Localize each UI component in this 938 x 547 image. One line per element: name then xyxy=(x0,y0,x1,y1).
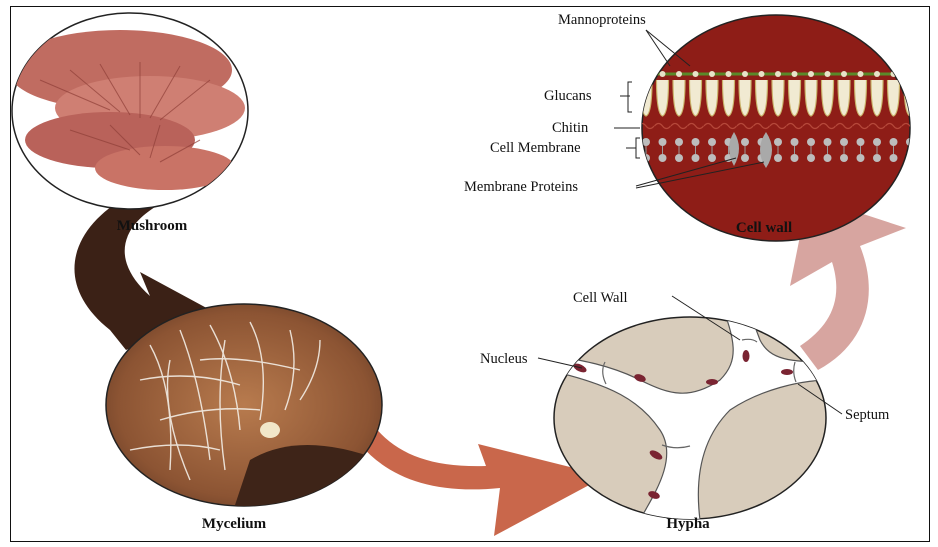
lipid-head xyxy=(659,154,667,162)
mannoprotein-dot xyxy=(907,71,913,77)
lipid-head xyxy=(774,138,782,146)
lipid-head xyxy=(708,154,716,162)
caption-cell-wall: Cell wall xyxy=(736,220,792,236)
lipid-head xyxy=(659,138,667,146)
mushroom-image xyxy=(8,13,248,209)
lipid-head xyxy=(906,154,914,162)
cell-wall-image xyxy=(638,15,918,241)
mannoprotein-dot xyxy=(808,71,814,77)
lipid-head xyxy=(857,138,865,146)
label-nucleus: Nucleus xyxy=(480,351,528,367)
label-chitin: Chitin xyxy=(552,120,589,136)
mannoprotein-dot xyxy=(874,71,880,77)
mannoprotein-dot xyxy=(775,71,781,77)
lipid-head xyxy=(741,138,749,146)
leader-mannoproteins-1 xyxy=(646,30,670,66)
lipid-head xyxy=(774,154,782,162)
mannoprotein-dot xyxy=(693,71,699,77)
mannoprotein-dot xyxy=(726,71,732,77)
lipid-head xyxy=(890,138,898,146)
mannoprotein-dot xyxy=(841,71,847,77)
caption-mushroom: Mushroom xyxy=(117,218,188,234)
lipid-head xyxy=(840,154,848,162)
lipid-head xyxy=(857,154,865,162)
mannoprotein-dot xyxy=(759,71,765,77)
lipid-head xyxy=(692,138,700,146)
label-cell-membrane: Cell Membrane xyxy=(490,140,581,156)
mannoprotein-dot xyxy=(643,71,649,77)
label-mannoproteins: Mannoproteins xyxy=(558,12,646,28)
lipid-head xyxy=(807,154,815,162)
mannoprotein-dot xyxy=(676,71,682,77)
lipid-head xyxy=(675,154,683,162)
lipid-head xyxy=(840,138,848,146)
mannoprotein-dot xyxy=(742,71,748,77)
lipid-head xyxy=(824,154,832,162)
lipid-head xyxy=(791,138,799,146)
label-septum: Septum xyxy=(845,407,890,423)
lipid-head xyxy=(741,154,749,162)
mannoprotein-dot xyxy=(825,71,831,77)
bracket-glucans xyxy=(620,82,632,112)
mannoprotein-dot xyxy=(792,71,798,77)
lipid-head xyxy=(675,138,683,146)
lipid-head xyxy=(873,154,881,162)
lipid-head xyxy=(642,154,650,162)
lipid-head xyxy=(708,138,716,146)
mannoprotein-dot xyxy=(858,71,864,77)
lipid-head xyxy=(692,154,700,162)
bracket-cell-membrane xyxy=(626,138,640,158)
caption-hypha: Hypha xyxy=(666,516,710,532)
lipid-head xyxy=(873,138,881,146)
mannoprotein-dot xyxy=(709,71,715,77)
hypha-image xyxy=(554,300,830,520)
label-cell-wall-hypha: Cell Wall xyxy=(573,290,628,306)
label-membrane-proteins: Membrane Proteins xyxy=(464,179,578,195)
lipid-head xyxy=(890,154,898,162)
mannoprotein-dot xyxy=(660,71,666,77)
caption-mycelium: Mycelium xyxy=(202,516,267,532)
lipid-head xyxy=(791,154,799,162)
mycelium-image xyxy=(100,304,382,520)
label-glucans: Glucans xyxy=(544,88,592,104)
lipid-head xyxy=(824,138,832,146)
lipid-head xyxy=(807,138,815,146)
